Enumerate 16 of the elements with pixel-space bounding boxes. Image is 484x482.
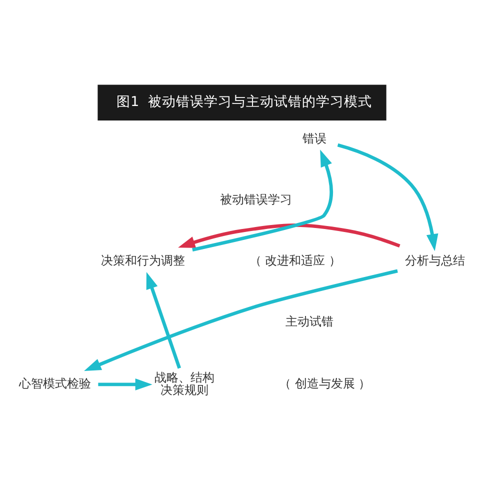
label: （ 创造与发展 ）	[278, 376, 371, 391]
arrow	[98, 378, 152, 390]
label: 被动错误学习	[220, 192, 292, 206]
node-text: 分析与总结	[405, 254, 466, 268]
arrow	[178, 224, 400, 248]
node-text: 心智模式检验	[18, 376, 91, 391]
arrow	[192, 150, 333, 252]
label: 主动试错	[285, 314, 334, 329]
arrow	[337, 143, 438, 252]
diagram-title: 图1 被动错误学习与主动试错的学习模式	[116, 94, 372, 110]
arrow	[84, 269, 398, 372]
label: （ 改进和适应 ）	[249, 254, 341, 268]
node-text: 战略、结构 决策规则	[154, 370, 215, 397]
arrow	[146, 272, 181, 369]
node-text: 决策和行为调整	[101, 254, 186, 268]
node-text: 错误	[302, 131, 327, 146]
